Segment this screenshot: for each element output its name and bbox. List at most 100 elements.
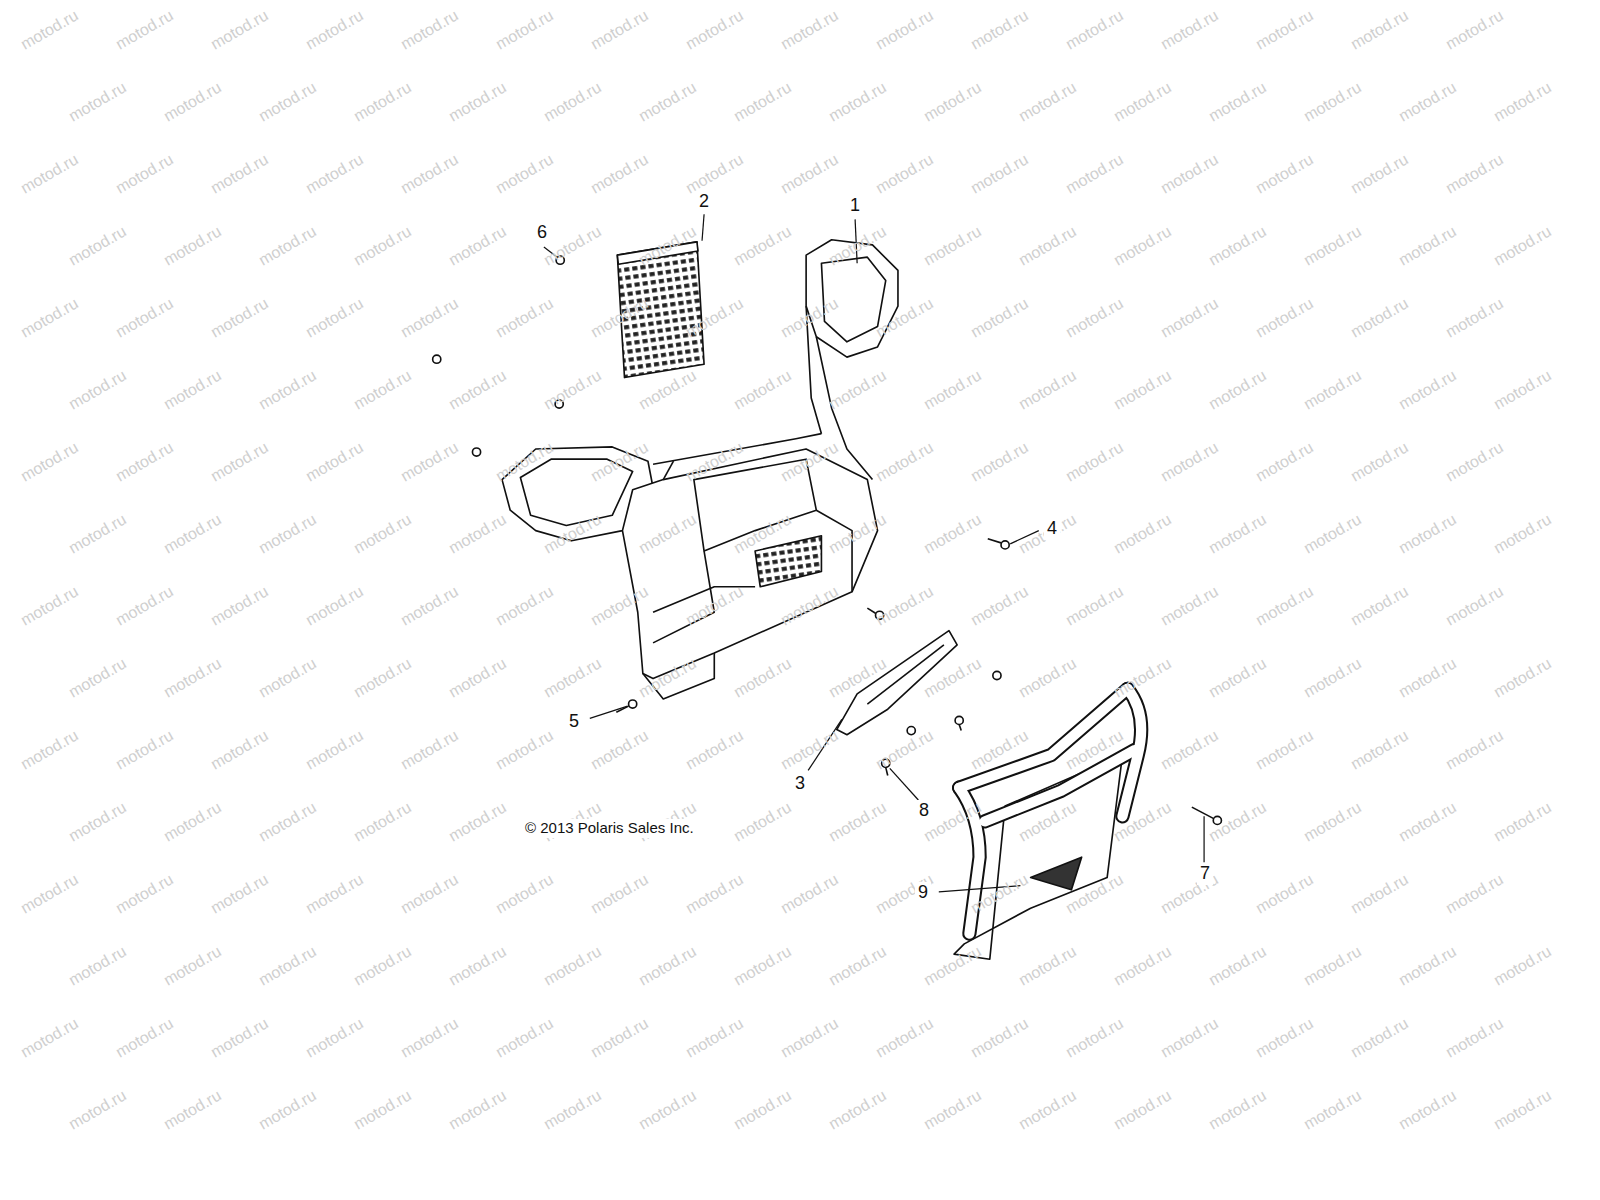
watermark: motod.ru — [446, 79, 509, 124]
watermark: motod.ru — [398, 871, 461, 916]
watermark: motod.ru — [1396, 1087, 1459, 1132]
watermark: motod.ru — [66, 223, 129, 268]
watermark: motod.ru — [351, 511, 414, 556]
watermark: motod.ru — [351, 943, 414, 988]
watermark: motod.ru — [66, 1087, 129, 1132]
watermark: motod.ru — [968, 7, 1031, 52]
watermark: motod.ru — [161, 943, 224, 988]
watermark: motod.ru — [1348, 151, 1411, 196]
watermark: motod.ru — [1301, 1087, 1364, 1132]
watermark: motod.ru — [1111, 223, 1174, 268]
callout-number: 8 — [916, 800, 932, 822]
watermark: motod.ru — [1443, 1015, 1506, 1060]
watermark: motod.ru — [1443, 439, 1506, 484]
watermark: motod.ru — [731, 799, 794, 844]
watermark: motod.ru — [1348, 295, 1411, 340]
watermark: motod.ru — [968, 1015, 1031, 1060]
watermark: motod.ru — [493, 295, 556, 340]
watermark: motod.ru — [1063, 583, 1126, 628]
watermark: motod.ru — [1491, 1087, 1554, 1132]
watermark: motod.ru — [1396, 943, 1459, 988]
watermark: motod.ru — [256, 1087, 319, 1132]
watermark: motod.ru — [493, 871, 556, 916]
watermark: motod.ru — [1443, 151, 1506, 196]
watermark: motod.ru — [351, 79, 414, 124]
watermark: motod.ru — [208, 1015, 271, 1060]
watermark: motod.ru — [1253, 871, 1316, 916]
watermark: motod.ru — [731, 223, 794, 268]
watermark: motod.ru — [1301, 79, 1364, 124]
watermark: motod.ru — [1491, 223, 1554, 268]
watermark: motod.ru — [921, 223, 984, 268]
watermark: motod.ru — [1016, 223, 1079, 268]
watermark: motod.ru — [113, 1015, 176, 1060]
watermark: motod.ru — [588, 151, 651, 196]
watermark: motod.ru — [873, 439, 936, 484]
watermark: motod.ru — [303, 295, 366, 340]
watermark: motod.ru — [208, 727, 271, 772]
watermark: motod.ru — [731, 79, 794, 124]
watermark: motod.ru — [921, 511, 984, 556]
callout-number: 1 — [847, 195, 863, 217]
watermark: motod.ru — [256, 655, 319, 700]
watermark: motod.ru — [208, 439, 271, 484]
watermark: motod.ru — [1158, 727, 1221, 772]
watermark: motod.ru — [303, 871, 366, 916]
watermark: motod.ru — [1016, 1087, 1079, 1132]
watermark: motod.ru — [1253, 583, 1316, 628]
watermark: motod.ru — [303, 7, 366, 52]
callout-number: 2 — [696, 191, 712, 213]
watermark: motod.ru — [826, 367, 889, 412]
watermark: motod.ru — [351, 1087, 414, 1132]
watermark: motod.ru — [208, 7, 271, 52]
watermark: motod.ru — [541, 943, 604, 988]
watermark: motod.ru — [873, 1015, 936, 1060]
watermark: motod.ru — [446, 511, 509, 556]
watermark: motod.ru — [18, 727, 81, 772]
watermark: motod.ru — [398, 7, 461, 52]
watermark: motod.ru — [1158, 439, 1221, 484]
watermark: motod.ru — [113, 7, 176, 52]
watermark: motod.ru — [1206, 511, 1269, 556]
watermark: motod.ru — [161, 511, 224, 556]
watermark: motod.ru — [1158, 1015, 1221, 1060]
watermark: motod.ru — [161, 79, 224, 124]
watermark: motod.ru — [1063, 151, 1126, 196]
watermark: motod.ru — [1016, 655, 1079, 700]
watermark: motod.ru — [588, 871, 651, 916]
watermark: motod.ru — [493, 727, 556, 772]
watermark: motod.ru — [1158, 583, 1221, 628]
watermark: motod.ru — [826, 79, 889, 124]
watermark: motod.ru — [588, 7, 651, 52]
watermark: motod.ru — [1301, 367, 1364, 412]
watermark: motod.ru — [1348, 1015, 1411, 1060]
watermark: motod.ru — [541, 79, 604, 124]
watermark: motod.ru — [1348, 7, 1411, 52]
watermark: motod.ru — [1253, 151, 1316, 196]
watermark: motod.ru — [1206, 367, 1269, 412]
watermark: motod.ru — [873, 727, 936, 772]
watermark: motod.ru — [113, 151, 176, 196]
watermark: motod.ru — [256, 511, 319, 556]
watermark: motod.ru — [113, 583, 176, 628]
watermark: motod.ru — [1396, 511, 1459, 556]
watermark: motod.ru — [1206, 223, 1269, 268]
watermark: motod.ru — [683, 7, 746, 52]
watermark: motod.ru — [1111, 655, 1174, 700]
watermark: motod.ru — [778, 7, 841, 52]
watermark: motod.ru — [826, 799, 889, 844]
watermark: motod.ru — [541, 655, 604, 700]
watermark: motod.ru — [66, 943, 129, 988]
watermark: motod.ru — [398, 1015, 461, 1060]
callout-number: 4 — [1044, 518, 1060, 540]
watermark: motod.ru — [161, 1087, 224, 1132]
watermark: motod.ru — [351, 223, 414, 268]
watermark: motod.ru — [1016, 943, 1079, 988]
watermark: motod.ru — [1206, 943, 1269, 988]
watermark: motod.ru — [968, 439, 1031, 484]
watermark: motod.ru — [1396, 367, 1459, 412]
watermark: motod.ru — [1016, 367, 1079, 412]
callout-number: 6 — [534, 222, 550, 244]
watermark: motod.ru — [351, 799, 414, 844]
